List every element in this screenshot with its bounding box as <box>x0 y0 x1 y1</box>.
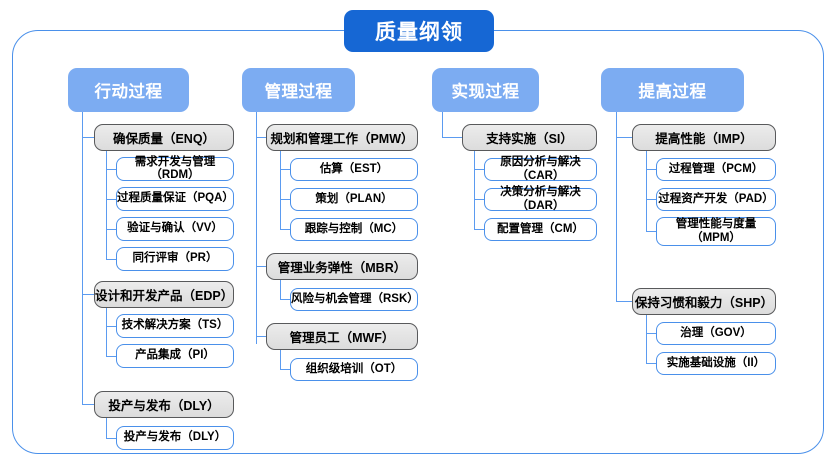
leaf-pad[interactable]: 过程资产开发（PAD） <box>656 188 776 211</box>
connector-branch-pmw <box>280 151 282 229</box>
connector-stub-pmw <box>256 137 266 139</box>
connector-stub-pr <box>106 259 116 261</box>
leaf-dar[interactable]: 决策分析与解决（DAR） <box>484 186 597 212</box>
connector-branch-dly <box>106 418 108 439</box>
leaf-rdm[interactable]: 需求开发与管理（RDM） <box>116 156 234 181</box>
connector-branch-mwf <box>280 350 282 370</box>
connector-trunk-col4 <box>616 112 618 302</box>
connector-stub-pad <box>646 199 656 201</box>
connector-stub-si <box>442 137 462 139</box>
connector-stub-shp <box>616 301 632 303</box>
group-edp[interactable]: 设计和开发产品（EDP） <box>94 281 234 308</box>
connector-stub-pcm <box>646 169 656 171</box>
leaf-est[interactable]: 估算（EST） <box>290 158 418 181</box>
leaf-cm[interactable]: 配置管理（CM） <box>484 218 597 241</box>
leaf-vv[interactable]: 验证与确认（VV） <box>116 217 234 241</box>
column-header-management[interactable]: 管理过程 <box>242 68 355 112</box>
connector-stub-vv <box>106 229 116 231</box>
connector-branch-edp <box>106 308 108 356</box>
connector-stub-edp <box>82 294 94 296</box>
connector-stub-gov <box>646 333 656 335</box>
group-dly[interactable]: 投产与发布（DLY） <box>94 391 234 418</box>
connector-stub-dar <box>474 199 484 201</box>
connector-stub-mpm <box>646 231 656 233</box>
leaf-ts[interactable]: 技术解决方案（TS） <box>116 314 234 338</box>
connector-branch-mbr <box>280 280 282 300</box>
connector-stub-pqa <box>106 199 116 201</box>
leaf-mc[interactable]: 跟踪与控制（MC） <box>290 218 418 241</box>
leaf-dly[interactable]: 投产与发布（DLY） <box>116 426 234 450</box>
group-pmw[interactable]: 规划和管理工作（PMW） <box>266 124 418 151</box>
group-imp[interactable]: 提高性能（IMP） <box>632 124 776 151</box>
connector-stub-cm <box>474 229 484 231</box>
leaf-car[interactable]: 原因分析与解决（CAR） <box>484 156 597 182</box>
leaf-pqa[interactable]: 过程质量保证（PQA） <box>116 187 234 211</box>
connector-branch-enq <box>106 151 108 259</box>
connector-branch-imp <box>646 151 648 232</box>
connector-stub-imp <box>616 137 632 139</box>
connector-stub-ot <box>280 369 290 371</box>
connector-trunk-col2 <box>256 112 258 344</box>
leaf-gov[interactable]: 治理（GOV） <box>656 322 776 345</box>
leaf-pr[interactable]: 同行评审（PR） <box>116 247 234 271</box>
group-si[interactable]: 支持实施（SI） <box>462 124 597 151</box>
connector-stub-car <box>474 169 484 171</box>
connector-stub-enq <box>82 137 94 139</box>
connector-stub-plan <box>280 199 290 201</box>
connector-stub-pi <box>106 356 116 358</box>
group-mwf[interactable]: 管理员工（MWF） <box>266 323 418 350</box>
group-enq[interactable]: 确保质量（ENQ） <box>94 124 234 151</box>
connector-stub-rdm <box>106 169 116 171</box>
connector-branch-si <box>474 151 476 229</box>
leaf-ot[interactable]: 组织级培训（OT） <box>290 358 418 381</box>
connector-stub-est <box>280 169 290 171</box>
group-mbr[interactable]: 管理业务弹性（MBR） <box>266 253 418 280</box>
leaf-pcm[interactable]: 过程管理（PCM） <box>656 158 776 181</box>
connector-branch-shp <box>646 315 648 363</box>
leaf-ii[interactable]: 实施基础设施（II） <box>656 352 776 375</box>
connector-stub-mwf <box>256 336 266 338</box>
leaf-rsk[interactable]: 风险与机会管理（RSK） <box>290 288 419 311</box>
connector-stub-dly-child <box>106 438 116 440</box>
connector-stub-rsk <box>280 299 290 301</box>
column-header-improvement[interactable]: 提高过程 <box>601 68 744 112</box>
leaf-plan[interactable]: 策划（PLAN） <box>290 188 418 211</box>
column-header-realization[interactable]: 实现过程 <box>432 68 539 112</box>
leaf-pi[interactable]: 产品集成（PI） <box>116 344 234 368</box>
connector-stub-ii <box>646 363 656 365</box>
connector-trunk-col1 <box>82 112 84 405</box>
connector-stub-mbr <box>256 266 266 268</box>
connector-stub-mc <box>280 229 290 231</box>
connector-trunk-col3 <box>442 112 444 138</box>
connector-stub-dly <box>82 404 94 406</box>
diagram-title: 质量纲领 <box>344 10 494 52</box>
column-header-action[interactable]: 行动过程 <box>68 68 189 112</box>
group-shp[interactable]: 保持习惯和毅力（SHP） <box>632 288 776 315</box>
leaf-mpm[interactable]: 管理性能与度量 （MPM） <box>656 217 776 246</box>
connector-stub-ts <box>106 326 116 328</box>
